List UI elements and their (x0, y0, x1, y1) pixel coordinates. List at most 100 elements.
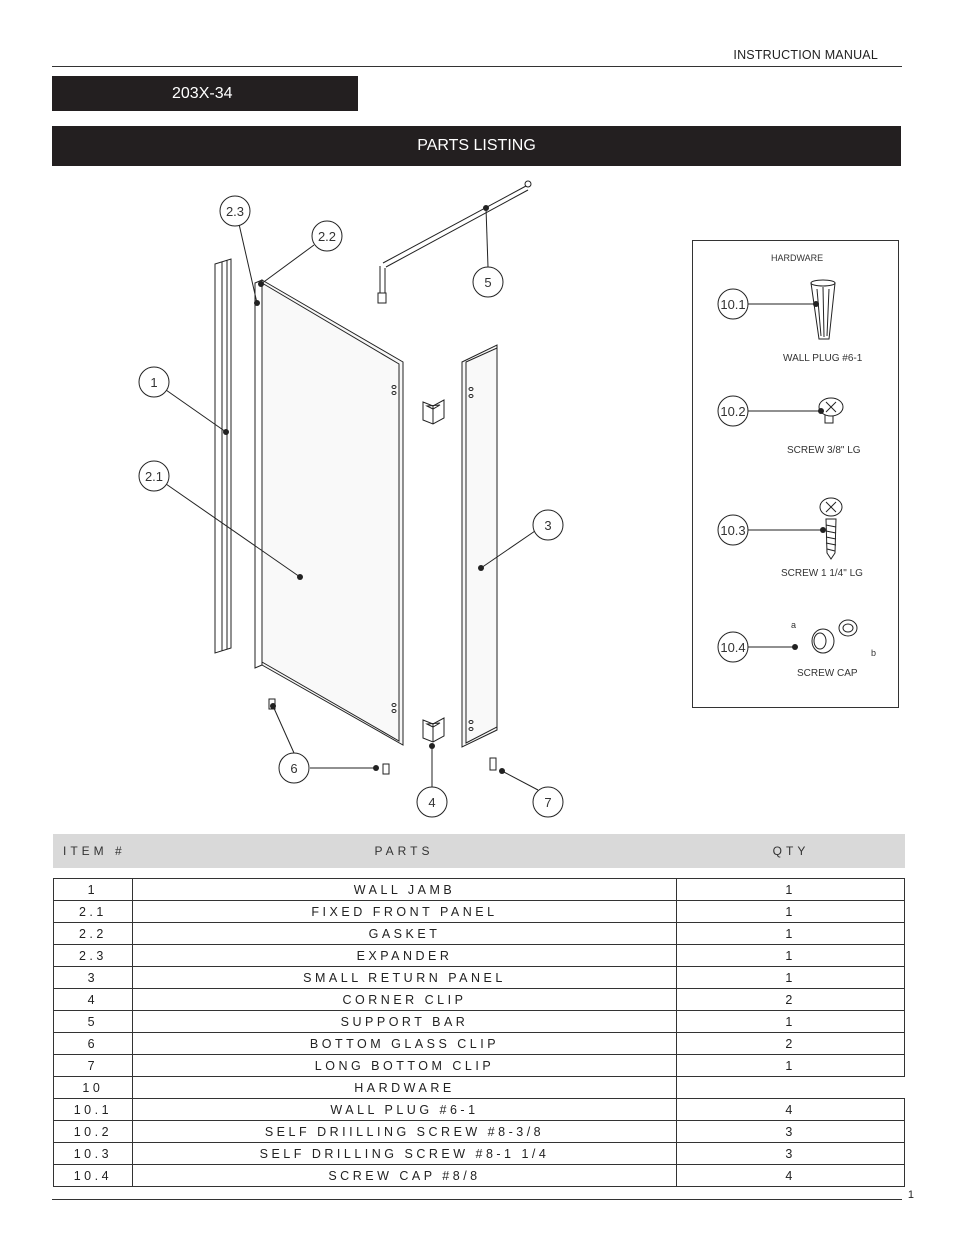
cell-part: SMALL RETURN PANEL (131, 966, 678, 989)
callout-2-2: 2.2 (318, 229, 336, 244)
cell-qty: 2 (676, 1032, 905, 1055)
callout-3: 3 (544, 518, 551, 533)
cell-item: 10.4 (53, 1164, 133, 1187)
hw-id-10-2: 10.2 (720, 404, 745, 419)
wall-jamb-drawing (214, 258, 232, 654)
cell-part: HARDWARE (131, 1076, 678, 1099)
cell-qty: 3 (676, 1120, 905, 1143)
cell-qty: 1 (676, 878, 905, 901)
hw-label-10-4: SCREW CAP (797, 668, 858, 679)
hw-id-10-4: 10.4 (720, 640, 745, 655)
callout-2-3: 2.3 (226, 204, 244, 219)
screw-cap-part-b: b (871, 648, 876, 658)
cell-part: WALL JAMB (131, 878, 678, 901)
cell-qty: 2 (676, 988, 905, 1011)
hw-label-10-2: SCREW 3/8" LG (787, 445, 861, 456)
long-screw-icon (819, 497, 843, 560)
header-parts: PARTS (374, 844, 434, 858)
cell-qty: 1 (676, 922, 905, 945)
cell-qty: 1 (676, 900, 905, 923)
section-title-bar: PARTS LISTING (52, 126, 901, 166)
parts-diagram: 2.3 2.2 1 2.1 5 3 6 4 7 (138, 180, 564, 818)
callout-2-1: 2.1 (145, 469, 163, 484)
header-item: ITEM # (63, 844, 126, 858)
header-rule (52, 66, 902, 67)
cell-qty: 1 (676, 1054, 905, 1077)
cell-item: 7 (53, 1054, 133, 1077)
model-number-bar: 203X-34 (52, 76, 358, 111)
cell-item: 2.3 (53, 944, 133, 967)
corner-clip-top-drawing (422, 399, 445, 425)
cell-item: 2.1 (53, 900, 133, 923)
cell-part: LONG BOTTOM CLIP (131, 1054, 678, 1077)
model-number: 203X-34 (172, 84, 233, 102)
hw-label-10-3: SCREW 1 1/4" LG (781, 568, 863, 579)
cell-item: 10 (53, 1076, 133, 1099)
section-title: PARTS LISTING (417, 137, 536, 154)
cell-item: 4 (53, 988, 133, 1011)
cell-item: 2.2 (53, 922, 133, 945)
callout-6: 6 (290, 761, 297, 776)
cell-qty: 4 (676, 1098, 905, 1121)
long-bottom-clip-drawing (489, 757, 497, 771)
cell-item: 3 (53, 966, 133, 989)
cell-part: EXPANDER (131, 944, 678, 967)
cell-part: SCREW CAP #8/8 (131, 1164, 678, 1187)
callout-4: 4 (428, 795, 435, 810)
corner-clip-bottom-drawing (422, 717, 445, 743)
cell-qty: 1 (676, 966, 905, 989)
front-panel-drawing (261, 279, 404, 746)
cell-part: BOTTOM GLASS CLIP (131, 1032, 678, 1055)
footer-rule (52, 1199, 902, 1200)
hardware-title: HARDWARE (771, 253, 823, 263)
cell-part: SELF DRILLING SCREW #8-1 1/4 (131, 1142, 678, 1165)
screw-cap-part-a: a (791, 620, 796, 630)
header-qty: QTY (772, 844, 810, 858)
wall-plug-icon (810, 279, 836, 340)
cell-qty: 4 (676, 1164, 905, 1187)
hw-id-10-3: 10.3 (720, 523, 745, 538)
cell-item: 10.1 (53, 1098, 133, 1121)
gasket-drawing (254, 279, 263, 669)
cell-item: 1 (53, 878, 133, 901)
return-panel-drawing (461, 344, 498, 748)
callout-7: 7 (544, 795, 551, 810)
cell-part: SUPPORT BAR (131, 1010, 678, 1033)
short-screw-icon (818, 397, 844, 424)
cell-item: 10.2 (53, 1120, 133, 1143)
cell-item: 6 (53, 1032, 133, 1055)
page-number: 1 (907, 1189, 914, 1201)
cell-qty: 3 (676, 1142, 905, 1165)
hw-id-10-1: 10.1 (720, 297, 745, 312)
callout-1: 1 (150, 375, 157, 390)
cell-qty: 1 (676, 944, 905, 967)
hardware-box: HARDWARE 10.1 WALL PLUG #6-1 10.2 SCREW … (692, 240, 899, 708)
cell-part: FIXED FRONT PANEL (131, 900, 678, 923)
cell-part: WALL PLUG #6-1 (131, 1098, 678, 1121)
cell-part: CORNER CLIP (131, 988, 678, 1011)
cell-item: 5 (53, 1010, 133, 1033)
cell-qty (676, 1076, 905, 1099)
cell-item: 10.3 (53, 1142, 133, 1165)
cell-part: GASKET (131, 922, 678, 945)
cell-qty: 1 (676, 1010, 905, 1033)
cell-part: SELF DRIILLING SCREW #8-3/8 (131, 1120, 678, 1143)
screw-cap-icon (811, 619, 858, 654)
table-header: ITEM # PARTS QTY (53, 834, 905, 868)
support-bar-drawing (377, 180, 532, 304)
